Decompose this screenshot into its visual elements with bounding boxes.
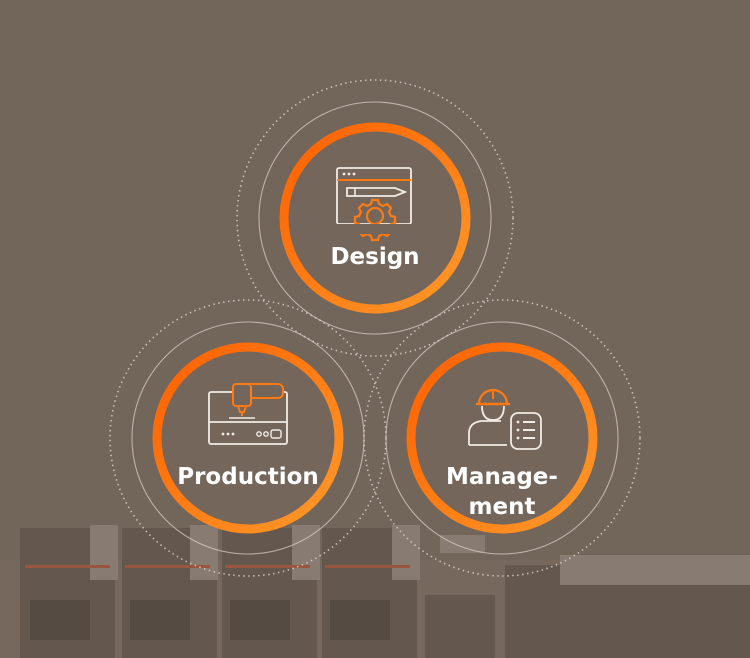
- production-label: Production: [148, 462, 348, 492]
- background-machines: [0, 525, 750, 658]
- production-ring: [157, 347, 339, 529]
- design-label: Design: [275, 242, 475, 272]
- management-label-line-1: Manage-: [402, 462, 602, 492]
- management-label: Manage- ment: [402, 462, 602, 522]
- production-label-line: Production: [148, 462, 348, 492]
- management-label-line-2: ment: [402, 492, 602, 522]
- design-label-line: Design: [275, 242, 475, 272]
- design-ring: [284, 127, 466, 309]
